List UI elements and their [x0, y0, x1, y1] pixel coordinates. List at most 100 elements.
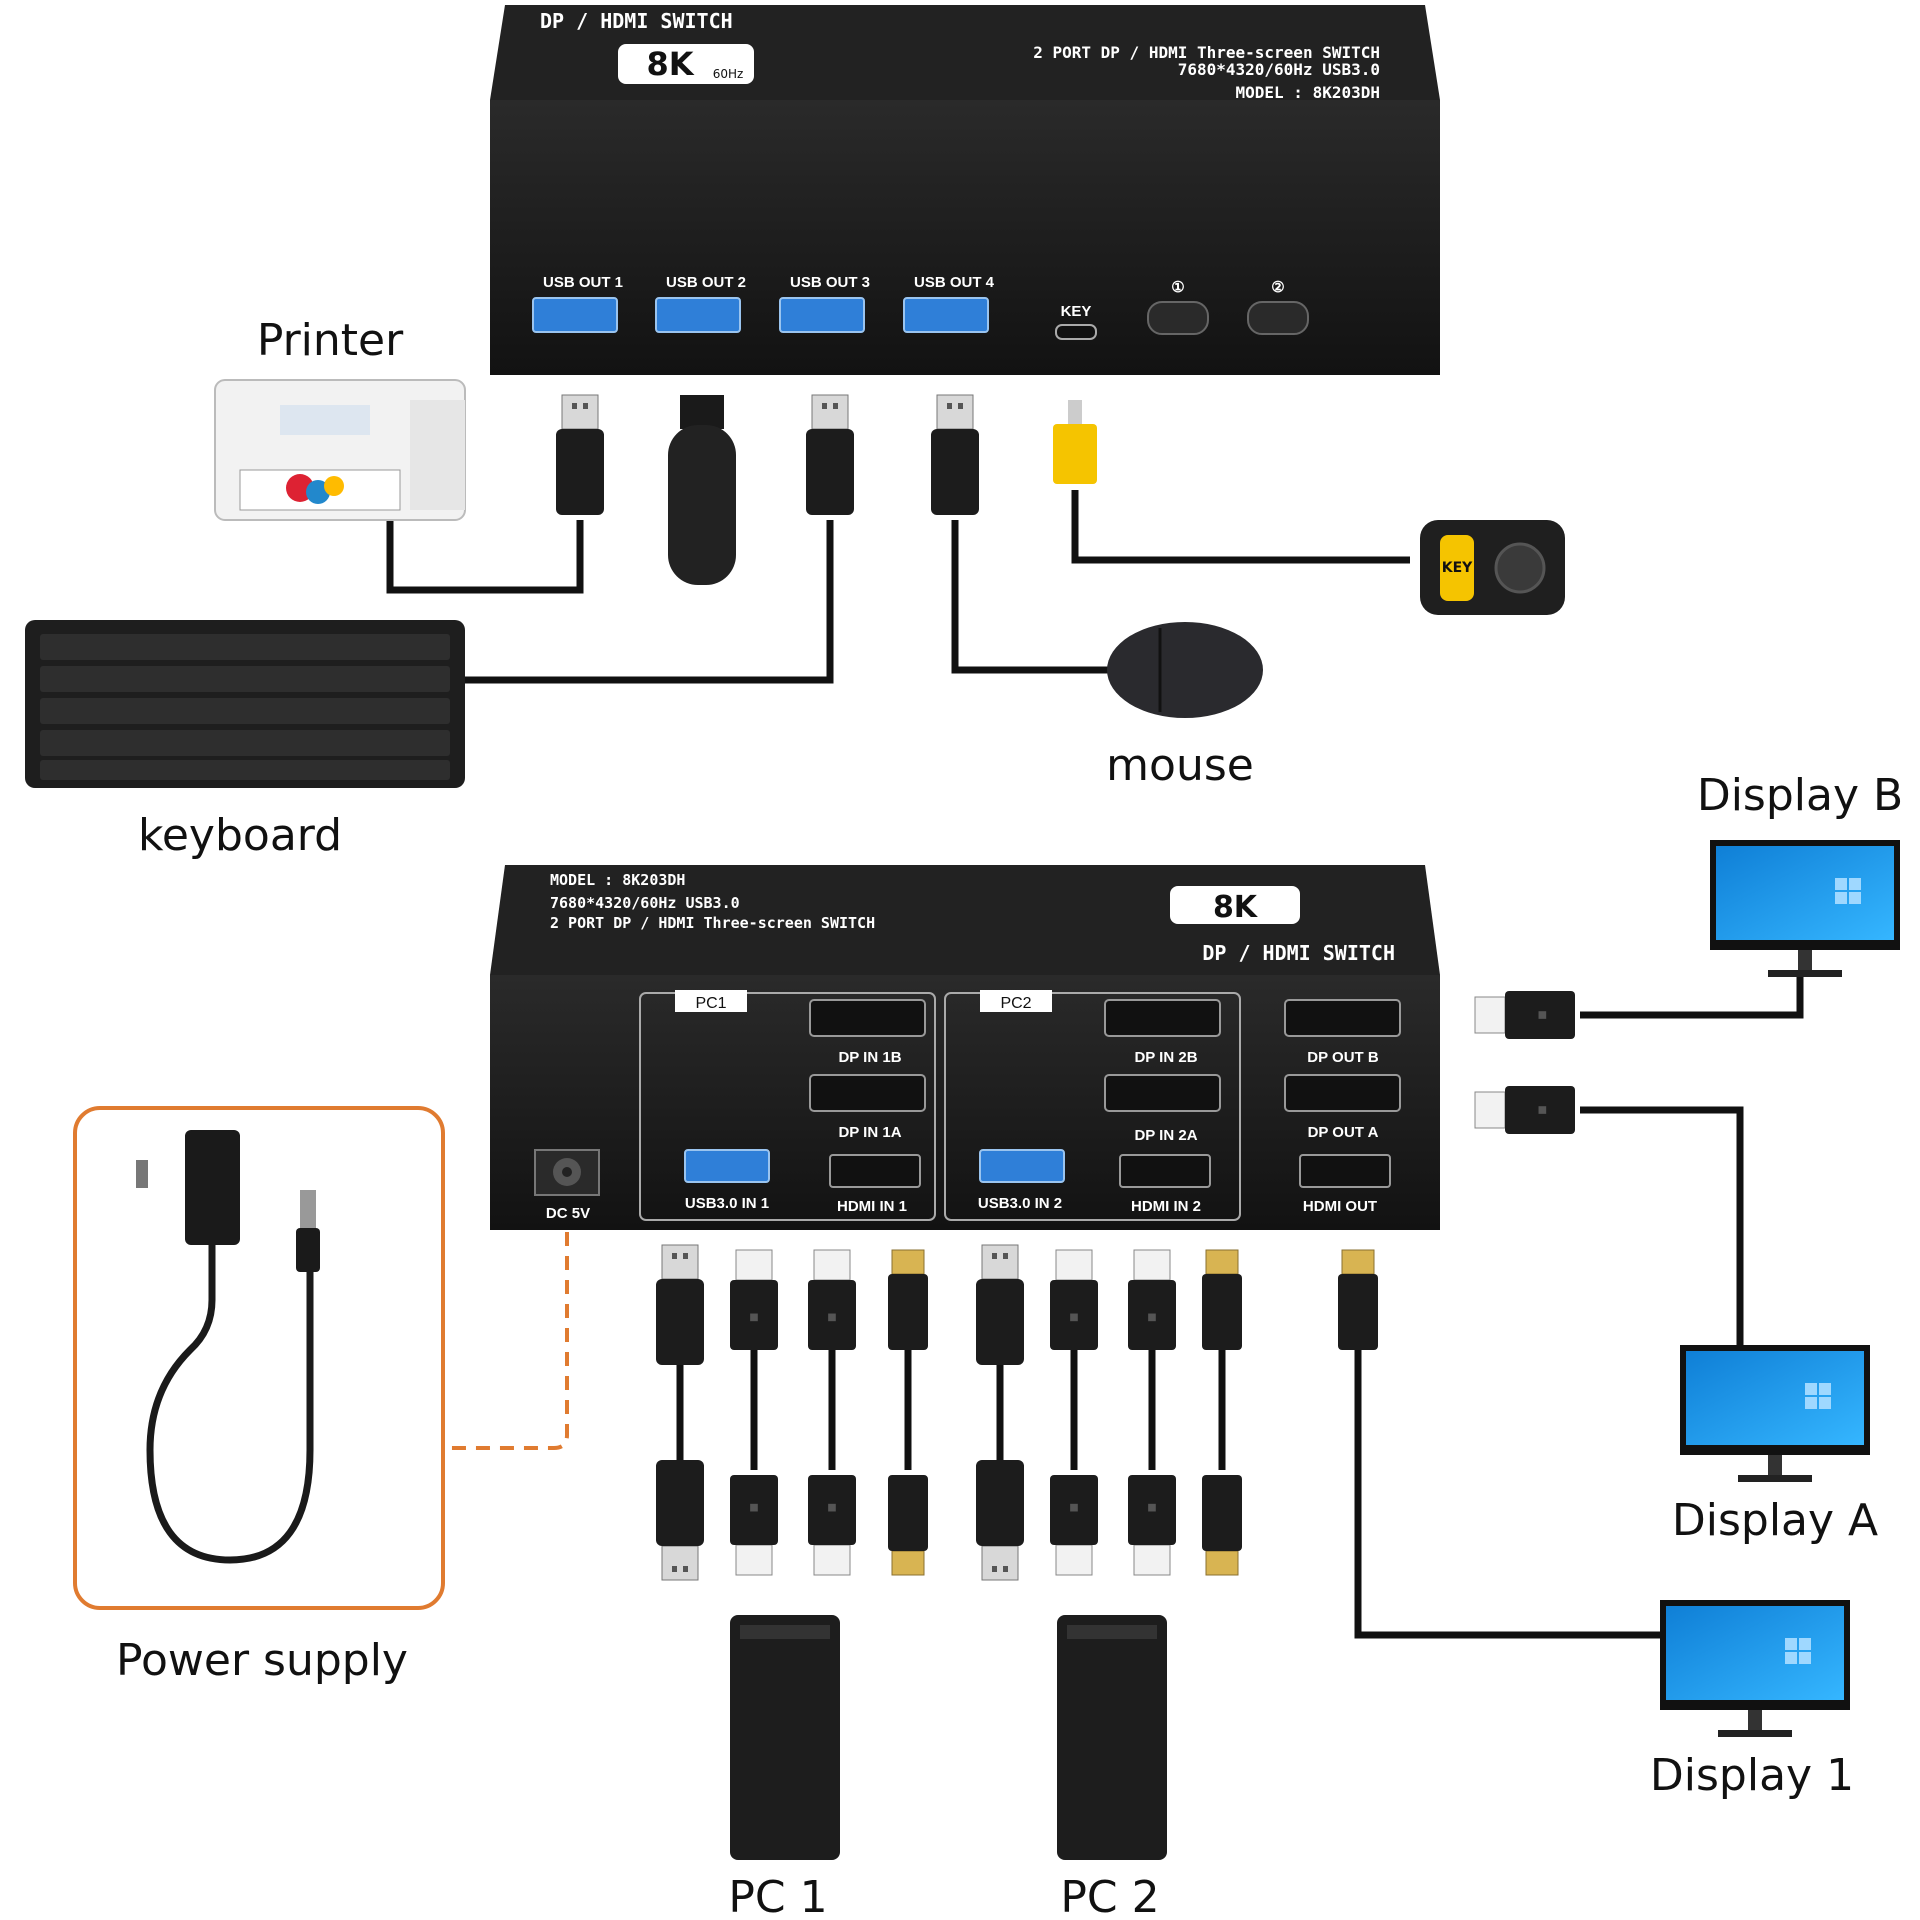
pc2-port-group: [944, 992, 1241, 1221]
hdmi-in-1-port: HDMI IN 1: [829, 1154, 921, 1215]
bottom-switch-unit: DP / HDMI SWITCH 8K MODEL : 8K203DH 7680…: [490, 865, 1440, 1230]
dp-cable-2a-bottom: [1127, 1474, 1177, 1576]
usb-plug-printer: [555, 394, 605, 516]
switch-button-2[interactable]: ②: [1247, 279, 1309, 335]
usb-out-3-port: USB OUT 3: [779, 274, 870, 333]
pc1-group-label: PC1: [695, 995, 726, 1012]
pc1-port-group: [639, 992, 936, 1221]
printer-label: Printer: [257, 315, 404, 366]
badge-main: 8K: [646, 45, 694, 83]
top-line2: 7680*4320/60Hz USB3.0: [1178, 60, 1380, 79]
svg-text:MODEL : 8K203DH: MODEL : 8K203DH: [550, 871, 685, 889]
hdmi-cable-pc2-top: [1201, 1249, 1243, 1351]
dp-in-1b-port: DP IN 1B: [809, 999, 926, 1066]
usb-plug-keyboard: [805, 394, 855, 516]
hdmi-cable-pc1-bottom: [887, 1474, 929, 1576]
svg-text:USB OUT 3: USB OUT 3: [790, 274, 870, 291]
svg-text:DP OUT B: DP OUT B: [1307, 1049, 1379, 1066]
dp-in-2a-port: DP IN 2A: [1104, 1074, 1221, 1144]
svg-text:USB OUT 1: USB OUT 1: [543, 274, 623, 291]
svg-text:2 PORT DP / HDMI Three-screen: 2 PORT DP / HDMI Three-screen SWITCH: [550, 914, 875, 932]
badge-sub: 60Hz: [713, 67, 744, 81]
svg-text:HDMI IN 1: HDMI IN 1: [837, 1198, 907, 1215]
display-b-label: Display B: [1697, 770, 1903, 821]
display-a-monitor: [1680, 1345, 1870, 1482]
usb-cable-pc2-top: [975, 1244, 1025, 1366]
svg-text:DC 5V: DC 5V: [546, 1205, 590, 1222]
svg-text:DP IN 2A: DP IN 2A: [1134, 1127, 1197, 1144]
top-line1: 2 PORT DP / HDMI Three-screen SWITCH: [1033, 43, 1380, 62]
key-port: KEY: [1055, 303, 1097, 340]
pc-1-tower: [730, 1615, 840, 1860]
usb-flash-drive: [668, 395, 736, 585]
key-remote-button: KEY: [1420, 520, 1565, 615]
hdmi-cable-display-1: [1337, 1249, 1379, 1351]
dp-out-a-port: DP OUT A: [1284, 1074, 1401, 1141]
svg-text:HDMI IN 2: HDMI IN 2: [1131, 1198, 1201, 1215]
key-cable-plug: [1053, 400, 1097, 484]
svg-text:DP OUT A: DP OUT A: [1308, 1124, 1379, 1141]
bottom-header: DP / HDMI SWITCH: [1202, 941, 1395, 965]
pc-2-tower: [1057, 1615, 1167, 1860]
top-switch-unit: DP / HDMI SWITCH 8K 60Hz 2 PORT DP / HDM…: [490, 5, 1440, 375]
dp-cable-1b-bottom: [729, 1474, 779, 1576]
power-supply-label: Power supply: [116, 1635, 408, 1686]
usb-plug-mouse: [930, 394, 980, 516]
dp-cable-display-a: [1474, 1085, 1576, 1135]
output-cables: [1354, 970, 1804, 1639]
dp-cable-display-b: [1474, 990, 1576, 1040]
input-cables: [676, 1330, 1226, 1470]
usb-out-2-port: USB OUT 2: [655, 274, 746, 333]
svg-text:①: ①: [1171, 279, 1184, 296]
svg-text:7680*4320/60Hz USB3.0: 7680*4320/60Hz USB3.0: [550, 894, 740, 912]
hdmi-cable-pc2-bottom: [1201, 1474, 1243, 1576]
svg-text:HDMI OUT: HDMI OUT: [1303, 1198, 1377, 1215]
printer-icon: [214, 379, 466, 521]
usb-out-1-port: USB OUT 1: [532, 274, 623, 333]
dc-5v-port: DC 5V: [534, 1149, 600, 1222]
hdmi-in-2-port: HDMI IN 2: [1119, 1154, 1211, 1215]
dp-cable-2b-bottom: [1049, 1474, 1099, 1576]
top-cables: [386, 490, 1410, 684]
usb-cable-pc1-bottom: [655, 1459, 705, 1581]
dp-cable-2a-top: [1127, 1249, 1177, 1351]
dp-cable-1b-top: [729, 1249, 779, 1351]
display-a-label: Display A: [1672, 1495, 1878, 1546]
dp-out-b-port: DP OUT B: [1284, 999, 1401, 1066]
usb-cable-pc2-bottom: [975, 1459, 1025, 1581]
hdmi-out-port: HDMI OUT: [1299, 1154, 1391, 1215]
pc2-group-label: PC2: [1000, 995, 1031, 1012]
usb3-in-2-port: USB3.0 IN 2: [978, 1149, 1065, 1212]
usb-out-4-port: USB OUT 4: [903, 274, 995, 333]
8k-badge: [618, 44, 754, 84]
svg-text:USB OUT 2: USB OUT 2: [666, 274, 746, 291]
power-supply-frame: [73, 1106, 569, 1610]
svg-text:USB OUT 4: USB OUT 4: [914, 274, 995, 291]
dp-in-1a-port: DP IN 1A: [809, 1074, 926, 1141]
keyboard-icon: [25, 620, 465, 788]
svg-text:KEY: KEY: [1442, 560, 1473, 576]
display-1-label: Display 1: [1650, 1750, 1854, 1801]
switch-button-1[interactable]: ①: [1147, 279, 1209, 335]
svg-text:DP IN 1A: DP IN 1A: [838, 1124, 901, 1141]
svg-text:USB3.0 IN 1: USB3.0 IN 1: [685, 1195, 769, 1212]
svg-text:8K: 8K: [1213, 890, 1259, 925]
pc1-label: PC 1: [728, 1872, 827, 1920]
mouse-icon: [1107, 622, 1263, 718]
dp-cable-1a-bottom: [807, 1474, 857, 1576]
bottom-8k-badge: [1170, 886, 1300, 924]
pc2-label: PC 2: [1060, 1872, 1159, 1920]
display-1-monitor: [1660, 1600, 1850, 1737]
hdmi-cable-pc1-top: [887, 1249, 929, 1351]
svg-text:KEY: KEY: [1061, 303, 1092, 320]
svg-text:DP IN 1B: DP IN 1B: [838, 1049, 901, 1066]
svg-text:USB3.0 IN 2: USB3.0 IN 2: [978, 1195, 1062, 1212]
usb3-in-1-port: USB3.0 IN 1: [684, 1149, 770, 1212]
svg-text:②: ②: [1271, 279, 1284, 296]
keyboard-label: keyboard: [138, 810, 342, 861]
usb-cable-pc1-top: [655, 1244, 705, 1366]
svg-text:DP IN 2B: DP IN 2B: [1134, 1049, 1197, 1066]
power-adapter-icon: [136, 1130, 320, 1564]
top-line3: MODEL : 8K203DH: [1236, 83, 1381, 102]
